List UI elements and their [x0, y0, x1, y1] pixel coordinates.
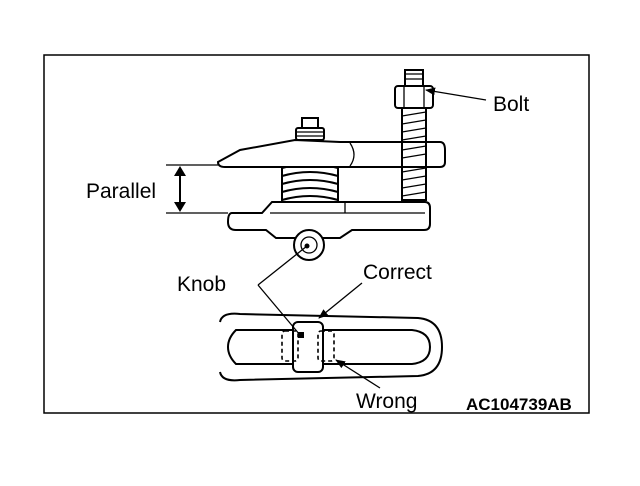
clamp-top-view [219, 312, 444, 382]
bolt-label: Bolt [493, 93, 529, 116]
correct-label: Correct [363, 261, 432, 284]
knob-label: Knob [177, 273, 226, 296]
clamp-top-view-inner [226, 329, 432, 365]
clamp-assembly [216, 69, 446, 261]
figure-code-label: AC104739AB [466, 395, 572, 414]
bolt-head [404, 69, 424, 87]
parallel-label: Parallel [86, 180, 156, 203]
figure-frame [43, 54, 590, 414]
clamp-top-view-outer [219, 312, 444, 382]
knob-correct-position [292, 321, 324, 373]
lower-arm [226, 201, 431, 239]
leader-lines [257, 87, 487, 389]
bolt-nut [394, 85, 434, 109]
parallel-dimension [166, 164, 228, 214]
wrong-label: Wrong [356, 390, 417, 413]
upper-arm [216, 138, 446, 168]
